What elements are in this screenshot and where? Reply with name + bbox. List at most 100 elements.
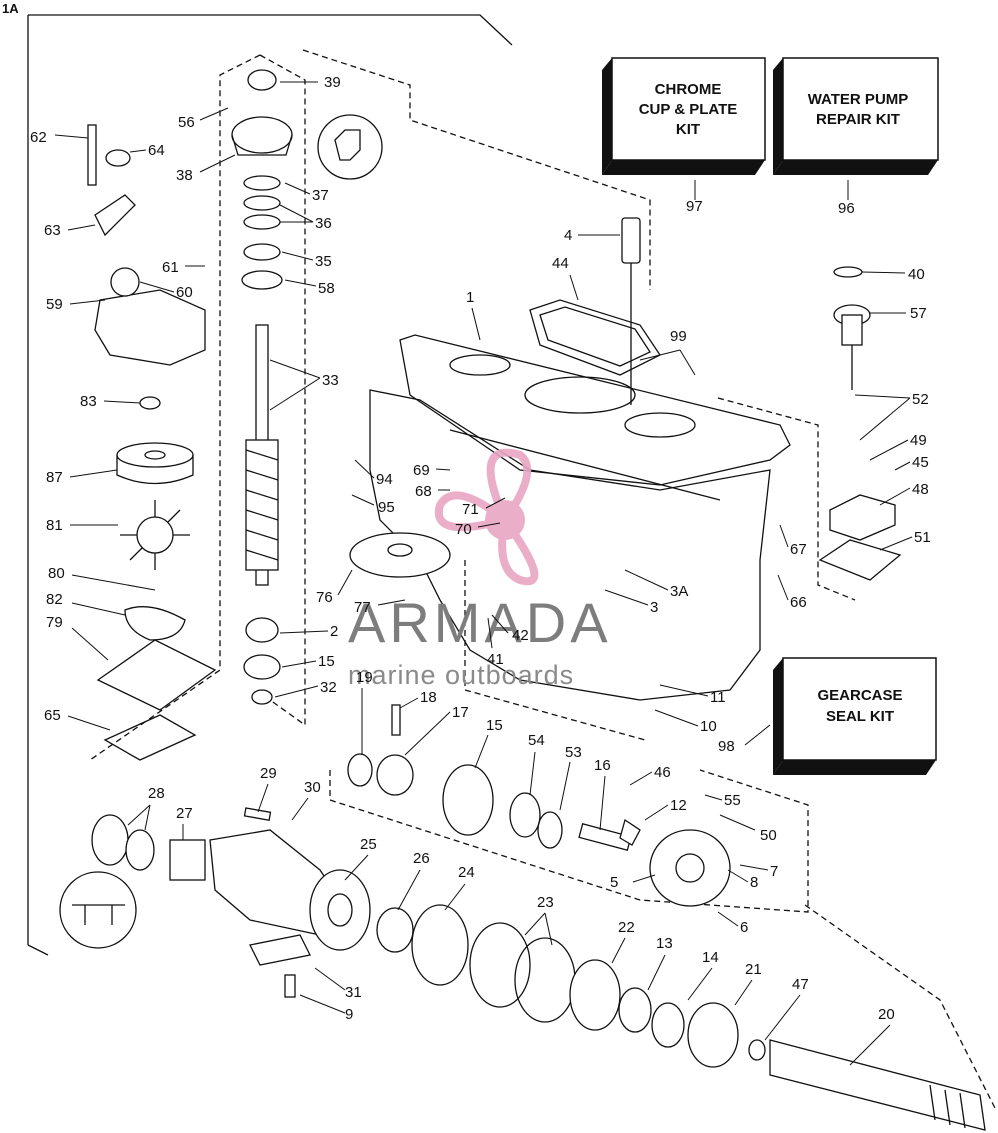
leader-line-c29	[257, 783, 269, 813]
callout-c69: 69	[413, 462, 430, 479]
callout-c81: 81	[46, 517, 63, 534]
leader-line-c63	[67, 224, 96, 231]
callout-c8: 8	[750, 874, 758, 891]
callout-c61: 61	[162, 259, 179, 276]
leader-line-c38	[199, 154, 236, 173]
callout-c29: 29	[260, 765, 277, 782]
leader-line-c70	[477, 522, 501, 528]
callout-c46: 46	[654, 764, 671, 781]
leader-line-c26	[397, 869, 421, 911]
callout-c31: 31	[345, 984, 362, 1001]
leader-line-c54	[529, 751, 536, 796]
callout-c65: 65	[44, 707, 61, 724]
callout-c77: 77	[354, 599, 371, 616]
callout-c62: 62	[30, 129, 47, 146]
watermark-tagline: marine outboards	[348, 660, 574, 690]
leader-line-c35	[281, 251, 314, 261]
grease-tool-icon	[317, 114, 383, 180]
leader-line-c60	[139, 281, 175, 293]
callout-c59: 59	[46, 296, 63, 313]
leader-line-c44	[569, 274, 579, 301]
leader-line-c53	[559, 761, 571, 811]
callout-c47: 47	[792, 976, 809, 993]
callout-c35: 35	[315, 253, 332, 270]
callout-c38: 38	[176, 167, 193, 184]
gearcase-kit-line1: GEARCASE	[817, 687, 902, 704]
callout-c14: 14	[702, 949, 719, 966]
leader-line-c33	[269, 359, 321, 379]
callout-c60: 60	[176, 284, 193, 301]
callout-c98: 98	[718, 738, 735, 755]
leader-line-c99	[679, 349, 696, 376]
leader-line-c9	[299, 994, 346, 1014]
leader-line-c58	[284, 279, 317, 287]
leader-line-c17	[404, 711, 451, 756]
leader-line-c3a	[624, 569, 669, 591]
callout-c19: 19	[356, 669, 373, 686]
callout-c18: 18	[420, 689, 437, 706]
leader-line-c33	[269, 377, 321, 411]
leader-line-c8	[727, 869, 749, 883]
callout-c50: 50	[760, 827, 777, 844]
part-44-gasket	[529, 299, 661, 376]
callout-c15b: 15	[486, 717, 503, 734]
callout-c36: 36	[315, 215, 332, 232]
leader-line-c31	[314, 967, 346, 991]
leader-line-c47	[764, 994, 801, 1041]
dashed-groups	[89, 49, 997, 1111]
part-4-plug	[621, 217, 641, 405]
callout-c67: 67	[790, 541, 807, 558]
leader-line-c7	[739, 864, 769, 871]
callout-c3: 3	[650, 599, 658, 616]
callout-c64: 64	[148, 142, 165, 159]
callout-c99: 99	[670, 328, 687, 345]
callout-c4: 4	[564, 227, 572, 244]
water-pump-kit-line2: REPAIR KIT	[816, 111, 900, 128]
leader-lines	[54, 81, 913, 1066]
callout-c28: 28	[148, 785, 165, 802]
callout-c42: 42	[512, 627, 529, 644]
leader-line-c15b	[474, 734, 489, 769]
leader-line-c82	[71, 602, 126, 616]
callout-c55: 55	[724, 792, 741, 809]
callout-c3a: 3A	[670, 583, 688, 600]
leader-line-c18	[399, 697, 419, 709]
callout-c23: 23	[537, 894, 554, 911]
propshaft-parts	[411, 904, 986, 1131]
callout-c7: 7	[770, 863, 778, 880]
kit-chrome: CHROME CUP & PLATE KIT	[602, 57, 766, 175]
leader-line-c76	[337, 569, 353, 596]
tool-symbols	[59, 114, 383, 949]
leader-line-c14	[687, 967, 713, 1001]
callout-c56: 56	[178, 114, 195, 131]
callout-c79: 79	[46, 614, 63, 631]
callout-c6: 6	[740, 919, 748, 936]
callout-c63: 63	[44, 222, 61, 239]
callout-c70: 70	[455, 521, 472, 538]
callout-c40: 40	[908, 266, 925, 283]
leader-line-c46	[629, 771, 653, 786]
leader-line-c98	[744, 724, 771, 746]
leader-line-c59	[69, 299, 106, 305]
callout-c1: 1	[466, 289, 474, 306]
callout-c5: 5	[610, 874, 618, 891]
leader-line-c5	[632, 874, 656, 883]
leader-line-c71	[485, 497, 506, 509]
leader-line-c51	[879, 536, 913, 551]
leader-line-c45	[894, 461, 911, 471]
leader-line-c50	[719, 814, 756, 831]
callout-c15a: 15	[318, 653, 335, 670]
leader-line-c32	[274, 685, 319, 698]
figure-label: 1A	[2, 1, 19, 16]
leader-line-c95	[351, 494, 375, 506]
callout-c9: 9	[345, 1006, 353, 1023]
callout-c57: 57	[910, 305, 927, 322]
leader-line-c69	[435, 468, 451, 471]
leader-line-c52	[854, 394, 911, 399]
callout-c44: 44	[552, 255, 569, 272]
callout-c68: 68	[415, 483, 432, 500]
leader-line-c21	[734, 979, 753, 1006]
callout-c32: 32	[320, 679, 337, 696]
